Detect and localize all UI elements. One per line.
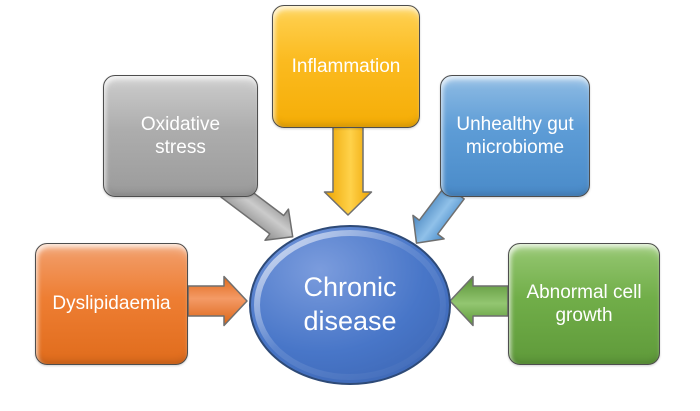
arrow-abnormal-cell-growth bbox=[449, 275, 509, 327]
arrow-dyslipidaemia bbox=[187, 275, 248, 327]
node-unhealthy-gut-microbiome-label: Unhealthy gut microbiome bbox=[456, 113, 574, 158]
node-oxidative-stress-label: Oxidative stress bbox=[140, 113, 221, 158]
node-abnormal-cell-growth: Abnormal cell growth bbox=[508, 243, 660, 365]
arrow-inflammation bbox=[323, 126, 373, 216]
node-unhealthy-gut-microbiome: Unhealthy gut microbiome bbox=[440, 75, 590, 197]
center-ellipse bbox=[249, 225, 451, 385]
node-inflammation-label: Inflammation bbox=[291, 55, 401, 77]
center-node: Chronic disease bbox=[250, 226, 450, 384]
node-oxidative-stress: Oxidative stress bbox=[103, 75, 258, 197]
node-dyslipidaemia-label: Dyslipidaemia bbox=[52, 293, 171, 315]
node-inflammation: Inflammation bbox=[272, 5, 420, 128]
node-abnormal-cell-growth-label: Abnormal cell growth bbox=[526, 281, 642, 326]
center-ellipse-gloss bbox=[254, 230, 446, 380]
node-dyslipidaemia: Dyslipidaemia bbox=[35, 243, 188, 365]
center-node-label: Chronic disease bbox=[303, 272, 397, 336]
